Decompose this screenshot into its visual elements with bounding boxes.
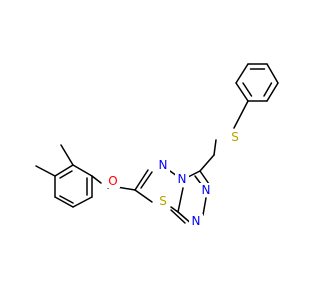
bond <box>177 187 184 213</box>
bond <box>202 197 207 216</box>
bond <box>72 196 93 208</box>
bond <box>134 189 153 203</box>
ring-sulfur-label: S <box>159 194 167 208</box>
upper-triazole-nitrogen-background <box>199 183 213 197</box>
bond <box>170 209 186 224</box>
bond <box>134 169 149 191</box>
ether-oxygen-label: O <box>108 174 117 188</box>
bond <box>199 154 215 172</box>
bond <box>140 171 153 189</box>
bond <box>91 175 102 184</box>
bond <box>242 82 253 97</box>
bond <box>72 164 93 177</box>
ring-sulfur-background <box>156 194 170 208</box>
bond <box>235 82 249 102</box>
bond <box>199 170 210 185</box>
atom-label-layer: S N N N N S O <box>106 130 242 228</box>
bond <box>59 195 74 204</box>
bridgehead-nitrogen-label: N <box>178 172 187 186</box>
molecule-structure-diagram: S N N N N S O <box>35 63 279 228</box>
sulfur-background <box>228 130 242 144</box>
triazole-nitrogen-label-lower: N <box>192 214 201 228</box>
bond <box>60 144 74 166</box>
bond <box>213 139 217 156</box>
lower-triazole-nitrogen-background <box>189 214 203 228</box>
bridgehead-nitrogen-background <box>175 172 189 186</box>
bond-layer <box>35 63 279 226</box>
triazole-nitrogen-label-upper: N <box>202 183 211 197</box>
bond <box>266 82 279 102</box>
bond <box>233 100 249 129</box>
bond <box>54 196 74 208</box>
bond <box>235 63 249 84</box>
thiadiazole-nitrogen-label: N <box>159 158 168 172</box>
bond <box>263 82 273 97</box>
bond <box>35 165 56 177</box>
bond <box>266 63 279 84</box>
bond <box>59 170 73 179</box>
bond <box>170 206 179 213</box>
thiadiazole-nitrogen-background <box>156 158 170 172</box>
oxygen-background <box>106 174 120 188</box>
thioether-sulfur-label: S <box>231 130 239 144</box>
bond <box>54 164 74 177</box>
